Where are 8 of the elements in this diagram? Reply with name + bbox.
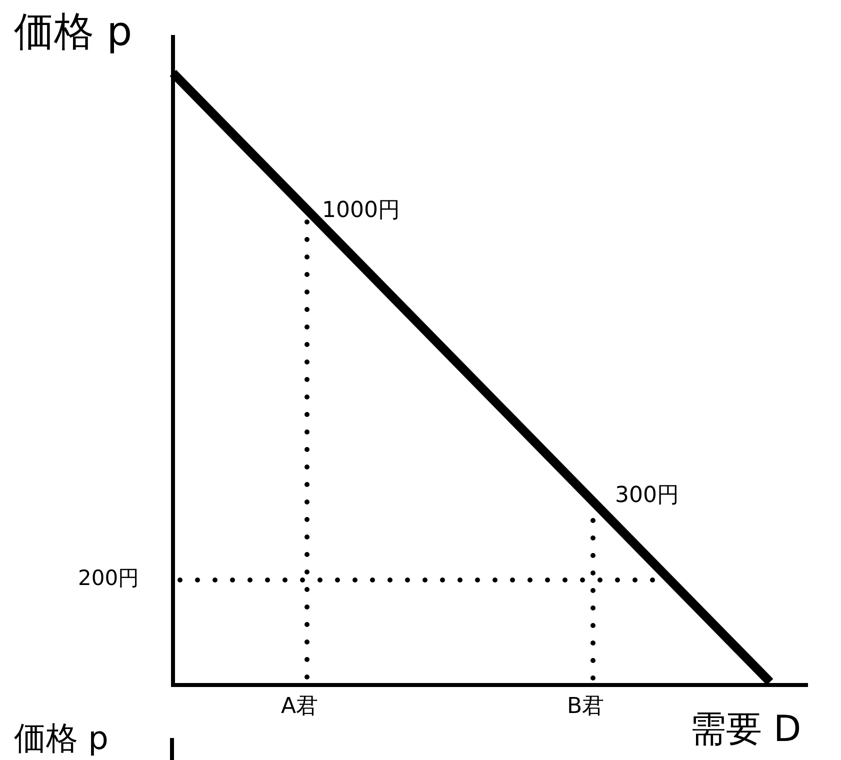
point-label: B君 (567, 696, 604, 718)
price-label: 1000円 (322, 200, 400, 222)
point-label: A君 (281, 696, 318, 718)
tick-label: 200円 (78, 568, 140, 589)
axis-label: 価格 p (14, 722, 108, 754)
axis-label: 価格 p (14, 12, 132, 52)
price-label: 300円 (615, 485, 679, 507)
axis-label: 需要 D (690, 712, 802, 748)
